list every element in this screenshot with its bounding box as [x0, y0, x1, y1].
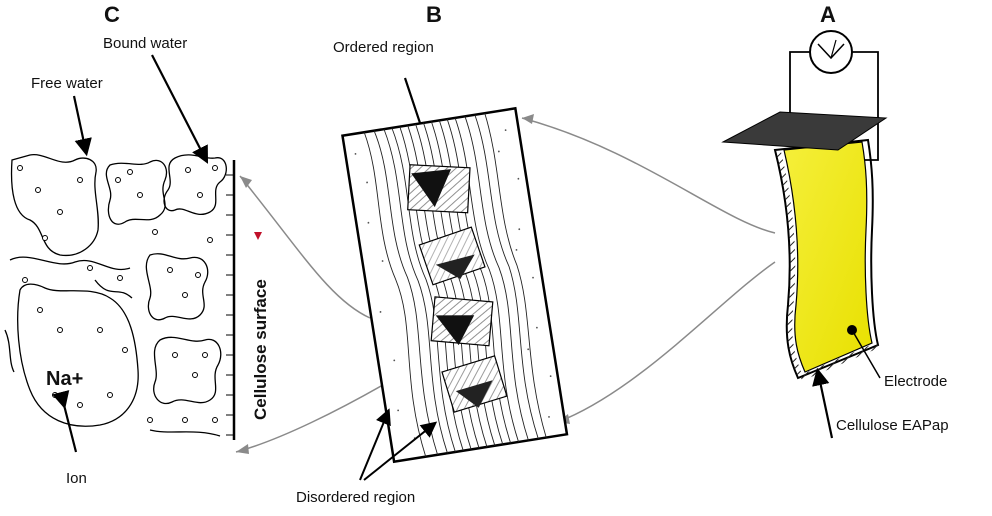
- electrode-plate: [721, 111, 888, 151]
- electrode-leader: [851, 329, 881, 379]
- cellulose-eapap-arrow: [812, 367, 834, 439]
- cellulose-eapap-label: Cellulose EAPap: [836, 417, 949, 434]
- free-water-label: Free water: [31, 75, 103, 92]
- surface-ticks: [226, 174, 234, 436]
- panel-a: A Electrode Cellulose EAPap: [721, 2, 949, 439]
- bound-water-label: Bound water: [103, 35, 187, 52]
- ion-label: Ion: [66, 470, 87, 487]
- water-network: [4, 154, 227, 437]
- yellow-electrode-film: [783, 141, 873, 373]
- electrode-label: Electrode: [884, 373, 947, 390]
- zoom-connectors: [235, 117, 776, 453]
- disordered-arrow-1: [359, 408, 391, 481]
- panel-c-letter: C: [104, 2, 120, 27]
- ion-marker-icon: [254, 232, 262, 240]
- disordered-arrow-2: [363, 421, 438, 481]
- ordered-blocks: [407, 164, 508, 413]
- free-water-arrow: [72, 95, 92, 157]
- fibril-box: [341, 106, 569, 464]
- panel-a-letter: A: [820, 2, 836, 27]
- film-edge-hatch-left: [775, 149, 804, 380]
- cellulose-surface-label: Cellulose surface: [251, 279, 270, 420]
- panel-c: C Bound water Free water: [4, 2, 270, 487]
- voltmeter-icon: [809, 30, 853, 74]
- ion-arrow: [52, 390, 78, 453]
- ion-symbol: Na+: [46, 368, 83, 390]
- bound-water-arrow: [151, 54, 209, 164]
- panel-b: B Ordered region: [296, 2, 569, 506]
- panel-b-letter: B: [426, 2, 442, 27]
- ordered-region-label: Ordered region: [333, 39, 434, 56]
- disordered-region-label: Disordered region: [296, 489, 415, 506]
